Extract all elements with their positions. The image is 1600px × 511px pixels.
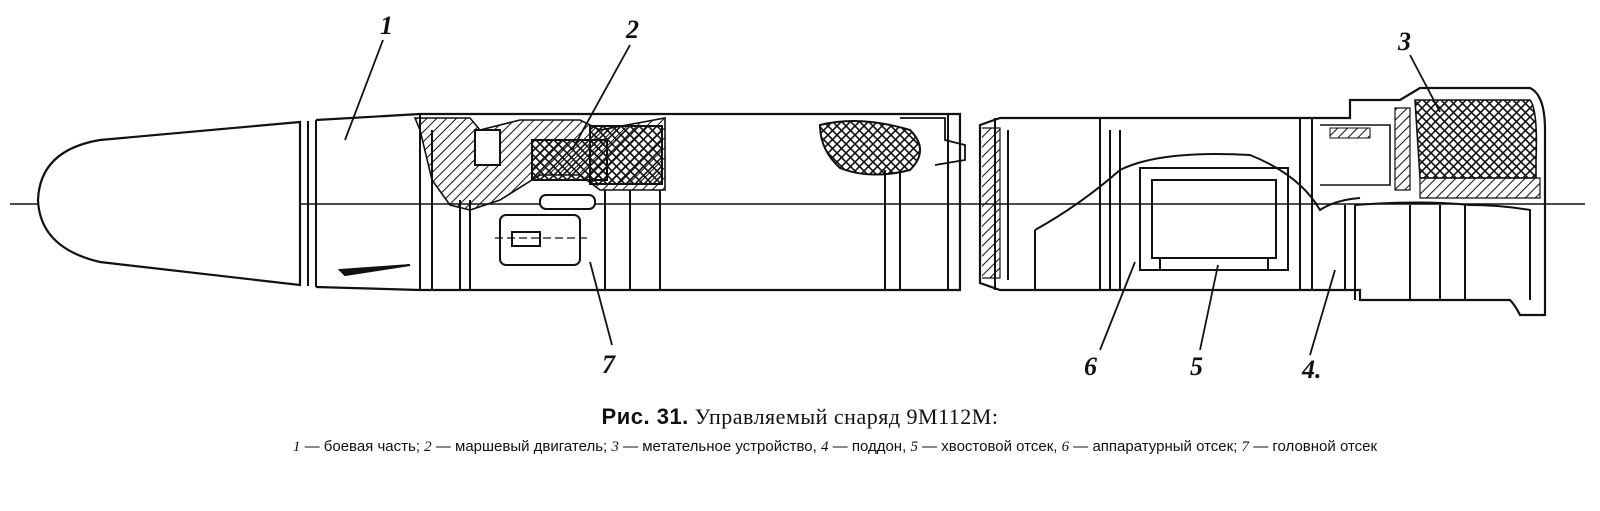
legend-num: 3 [611,439,619,455]
caption-prefix: Рис. 31. [601,404,689,429]
label-4: 4. [1301,355,1322,384]
propellant-charge [1414,99,1538,179]
figure-caption: Рис. 31. Управляемый снаряд 9М112М: [0,404,1600,430]
legend-text: хвостовой отсек, [941,438,1058,455]
legend-num: 5 [910,439,918,455]
label-3: 3 [1397,27,1411,56]
caption-title: Управляемый снаряд 9М112М: [694,404,999,429]
legend-num: 1 [292,439,301,455]
legend-text: метательное устройство, [642,438,817,455]
legend-text: аппаратурный отсек; [1092,438,1238,455]
legend-text: поддон, [851,438,907,455]
warhead-nose [36,120,302,287]
figure-legend: 1 — боевая часть; 2 — маршевый двигатель… [292,438,1378,455]
legend-num: 2 [424,439,432,455]
legend-text: головной отсек [1272,438,1378,455]
legend-num: 7 [1241,439,1250,455]
label-6: 6 [1084,352,1097,381]
legend-num: 6 [1061,439,1070,455]
label-7: 7 [602,350,616,379]
forward-body [315,112,962,292]
label-2: 2 [625,15,639,44]
label-5: 5 [1190,352,1203,381]
legend-text: маршевый двигатель; [455,438,608,455]
label-1: 1 [380,11,393,40]
legend-num: 4 [820,439,829,455]
legend-text: боевая часть; [323,438,420,455]
rear-body [978,86,1547,317]
missile-drawing: 1 2 3 4. 5 6 7 [10,11,1585,384]
